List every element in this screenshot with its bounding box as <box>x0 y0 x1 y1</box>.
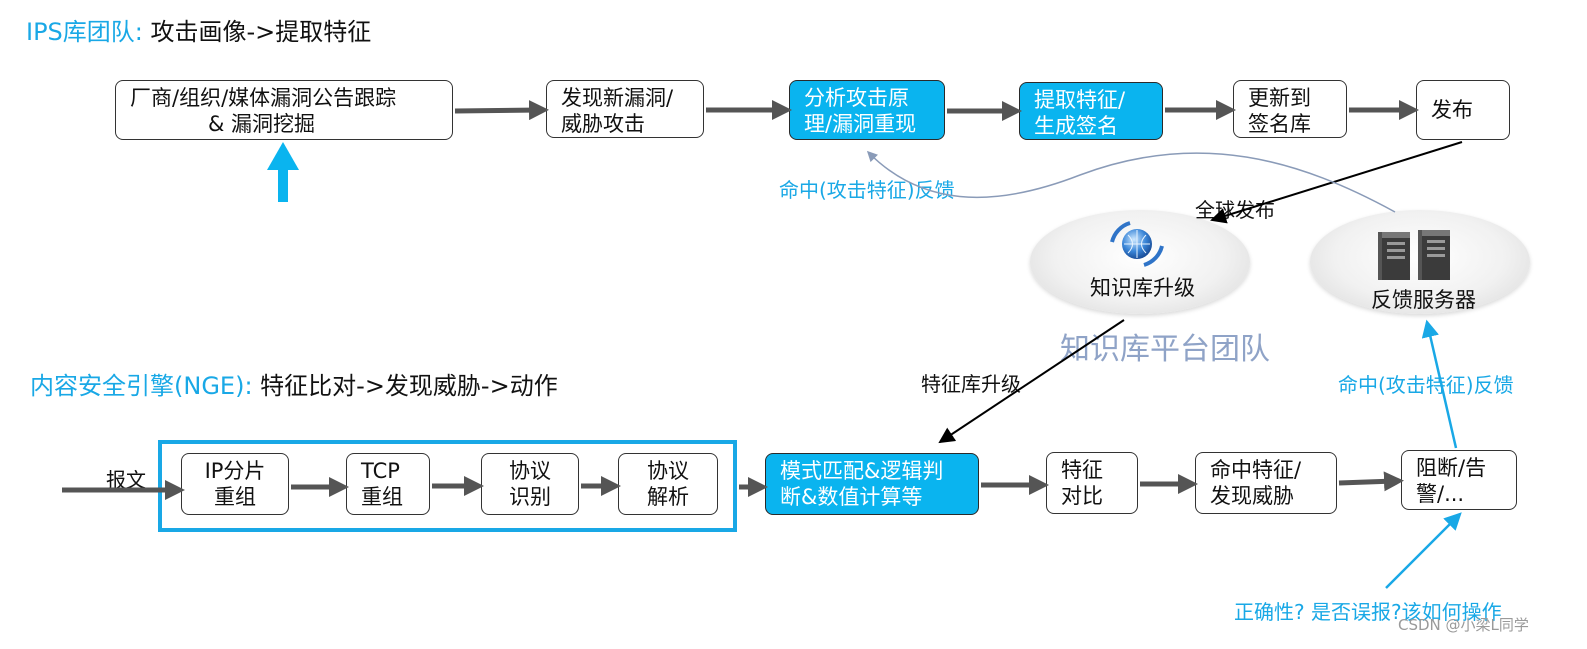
server-feedback-label: 命中(攻击特征)反馈 <box>1338 373 1514 397</box>
kb-upgrade-cloud <box>1030 210 1250 314</box>
ip-fragment-line2: 重组 <box>214 485 256 509</box>
signature-compare-line2: 对比 <box>1061 484 1103 508</box>
discover-threat-line1: 发现新漏洞/ <box>561 86 674 110</box>
extract-signature-box: 提取特征/ 生成签名 <box>1019 82 1163 140</box>
arrow-hit-to-block <box>1338 471 1404 492</box>
correctness-question: 正确性? 是否误报?该如何操作 <box>1234 600 1502 624</box>
publish-label: 发布 <box>1431 98 1473 122</box>
extract-signature-line2: 生成签名 <box>1034 114 1118 138</box>
arrow-feedback-to-server <box>1421 319 1458 449</box>
block-alert-box: 阻断/告 警/... <box>1401 450 1517 510</box>
tcp-reassembly-box: TCP 重组 <box>346 453 430 515</box>
feedback-curve <box>866 150 1396 213</box>
update-signature-box: 更新到 签名库 <box>1233 80 1347 138</box>
block-alert-line2: 警/... <box>1416 482 1465 506</box>
ips-team-label: IPS库团队: <box>26 18 143 46</box>
ip-fragment-line1: IP分片 <box>204 459 266 483</box>
block-alert-line1: 阻断/告 <box>1416 456 1487 480</box>
kb-upgrade-label: 知识库升级 <box>1090 276 1195 300</box>
up-arrow-icon <box>267 142 299 202</box>
arrow-global-publish <box>1210 141 1463 224</box>
publish-box: 发布 <box>1416 80 1510 140</box>
hit-signature-line2: 发现威胁 <box>1210 484 1294 508</box>
hit-signature-line1: 命中特征/ <box>1210 458 1302 482</box>
ips-feedback-label: 命中(攻击特征)反馈 <box>779 178 955 202</box>
platform-team-label: 知识库平台团队 <box>1060 332 1270 367</box>
engine-preprocess-frame <box>158 440 737 532</box>
ips-title-text: 攻击画像->提取特征 <box>142 18 372 46</box>
vendor-tracking-line1: 厂商/组织/媒体漏洞公告跟踪 <box>130 86 397 110</box>
server-icon <box>1378 226 1456 282</box>
pattern-match-line1: 模式匹配&逻辑判 <box>780 459 944 483</box>
analyze-attack-box: 分析攻击原 理/漏洞重现 <box>789 80 945 140</box>
feedback-server-label: 反馈服务器 <box>1371 288 1476 312</box>
protocol-parse-line1: 协议 <box>647 459 689 483</box>
nge-title-text: 特征比对->发现威胁->动作 <box>252 372 558 400</box>
analyze-attack-line1: 分析攻击原 <box>804 86 909 110</box>
watermark: CSDN @小梁L同学 <box>1398 616 1529 634</box>
protocol-identify-box: 协议 识别 <box>481 453 579 515</box>
hit-signature-box: 命中特征/ 发现威胁 <box>1195 452 1337 514</box>
tcp-reassembly-line2: 重组 <box>361 485 403 509</box>
protocol-parse-box: 协议 解析 <box>618 453 718 515</box>
arrow-correctness-to-block <box>1385 512 1462 589</box>
extract-signature-line1: 提取特征/ <box>1034 88 1126 112</box>
ips-section-title: IPS库团队: 攻击画像->提取特征 <box>26 12 371 47</box>
signature-upgrade-label: 特征库升级 <box>921 372 1021 396</box>
vendor-tracking-line2: & 漏洞挖掘 <box>208 112 316 136</box>
arrow-signature-upgrade <box>938 319 1125 444</box>
pattern-match-line2: 断&数值计算等 <box>780 485 923 509</box>
nge-team-label: 内容安全引擎(NGE): <box>30 372 253 400</box>
protocol-parse-line2: 解析 <box>647 485 689 509</box>
vendor-tracking-box: 厂商/组织/媒体漏洞公告跟踪 & 漏洞挖掘 <box>115 80 453 140</box>
update-signature-line2: 签名库 <box>1248 112 1311 136</box>
update-signature-line1: 更新到 <box>1248 86 1311 110</box>
signature-compare-line1: 特征 <box>1061 458 1103 482</box>
protocol-identify-line1: 协议 <box>509 459 551 483</box>
tcp-reassembly-line1: TCP <box>361 459 400 483</box>
global-publish-label: 全球发布 <box>1195 198 1275 222</box>
globe-sync-icon <box>1106 220 1168 268</box>
nge-section-title: 内容安全引擎(NGE): 特征比对->发现威胁->动作 <box>30 366 558 401</box>
protocol-identify-line2: 识别 <box>509 485 551 509</box>
arrow-vendor-to-discover <box>454 100 549 121</box>
pattern-match-box: 模式匹配&逻辑判 断&数值计算等 <box>765 453 979 515</box>
discover-threat-line2: 威胁攻击 <box>561 112 645 136</box>
analyze-attack-line2: 理/漏洞重现 <box>804 112 917 136</box>
ip-fragment-box: IP分片 重组 <box>181 453 289 515</box>
